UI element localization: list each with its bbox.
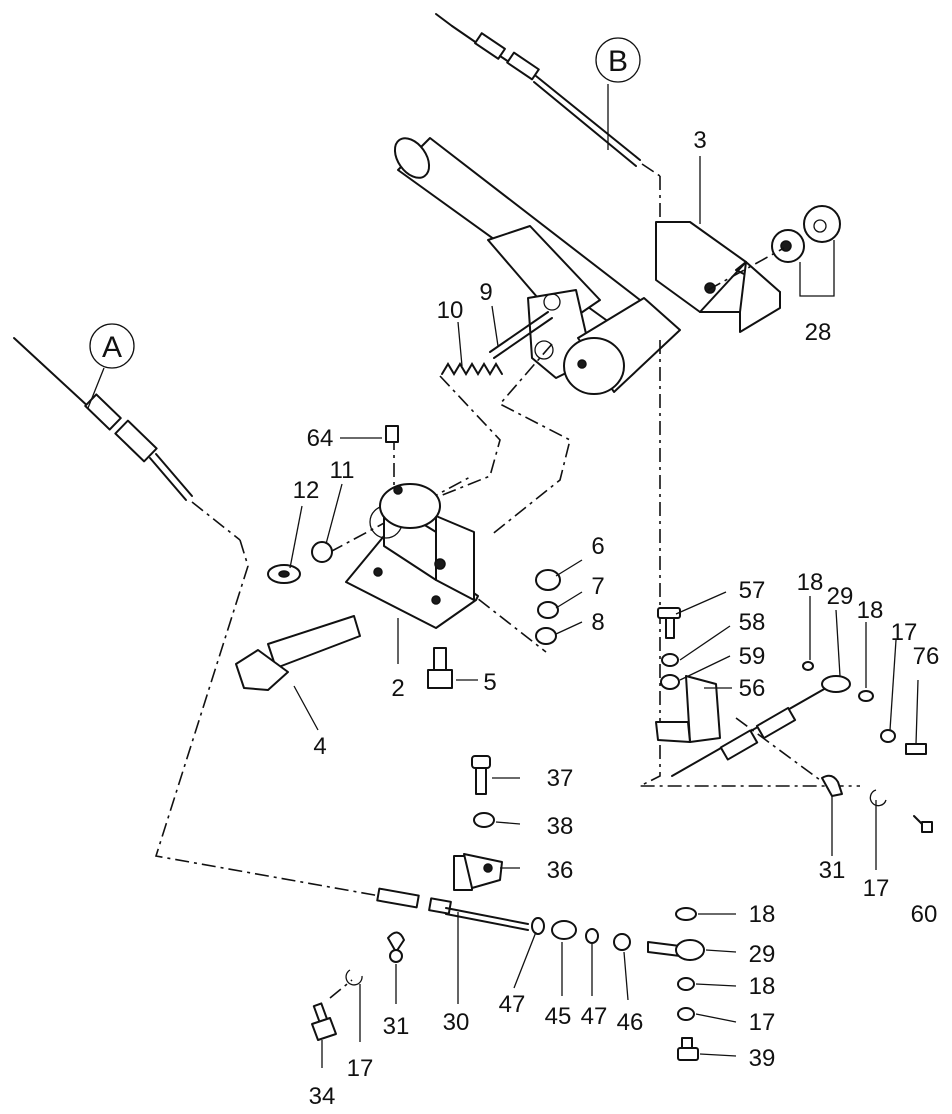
label-31-right: 31 [819, 857, 846, 884]
label-46: 46 [617, 1009, 644, 1036]
part-10-spring [441, 362, 503, 376]
part-28-nuts [771, 205, 841, 297]
part-3-bracket [655, 221, 781, 333]
label-12: 12 [293, 477, 320, 504]
label-64: 64 [307, 425, 334, 452]
svg-text:B: B [608, 45, 628, 78]
label-30: 30 [443, 1009, 470, 1036]
label-45: 45 [545, 1003, 572, 1030]
label-39: 39 [749, 1045, 776, 1072]
part-36-bracket [453, 853, 503, 891]
callout-b: B [595, 37, 641, 150]
label-17-lower-left: 17 [347, 1055, 374, 1082]
part-2-bracket [345, 483, 479, 629]
cable-b [435, 13, 661, 222]
part-labels: 3 28 10 9 64 12 11 6 7 8 2 5 4 57 58 59 … [293, 127, 940, 1110]
label-3: 3 [693, 127, 706, 154]
label-36: 36 [547, 857, 574, 884]
label-10: 10 [437, 297, 464, 324]
svg-text:A: A [102, 331, 122, 364]
part-64-grease-fitting [385, 425, 399, 443]
part-38-washer [473, 812, 495, 828]
label-9: 9 [479, 279, 492, 306]
parts-57-58-59 [657, 607, 681, 690]
label-8: 8 [591, 609, 604, 636]
part-31-17-34-lower [311, 931, 405, 1041]
label-17-right-a: 17 [891, 619, 918, 646]
label-47-b: 47 [581, 1003, 608, 1030]
label-11: 11 [330, 457, 355, 484]
part-11-nut [311, 541, 333, 563]
label-7: 7 [591, 573, 604, 600]
label-18-right-a: 18 [797, 569, 824, 596]
label-58: 58 [739, 609, 766, 636]
part-60-pin [913, 815, 933, 833]
parts-6-7-8 [535, 569, 561, 645]
label-28: 28 [805, 319, 832, 346]
label-2: 2 [391, 675, 404, 702]
label-6: 6 [591, 533, 604, 560]
part-9-pin [489, 311, 553, 359]
label-76: 76 [913, 643, 940, 670]
label-47-a: 47 [499, 991, 526, 1018]
label-29-right: 29 [827, 583, 854, 610]
parts-47-45-46 [531, 917, 631, 951]
label-38: 38 [547, 813, 574, 840]
label-34: 34 [309, 1083, 336, 1110]
part-5-bolt [427, 647, 453, 689]
callout-a: A [87, 323, 135, 409]
label-18-right-b: 18 [857, 597, 884, 624]
label-17-lower: 17 [749, 1009, 776, 1036]
pedal-lever [393, 137, 641, 379]
leaders [289, 156, 919, 1068]
label-29-lower: 29 [749, 941, 776, 968]
cable-a [13, 337, 381, 897]
part-29-rod-end-lower [647, 907, 705, 1061]
part-31-clip [821, 774, 843, 797]
label-18-lower-b: 18 [749, 973, 776, 1000]
label-56: 56 [739, 675, 766, 702]
label-31-lower: 31 [383, 1013, 410, 1040]
cable-right [671, 661, 927, 781]
part-56-bracket [655, 675, 721, 743]
label-18-lower-a: 18 [749, 901, 776, 928]
label-57: 57 [739, 577, 766, 604]
label-59: 59 [739, 643, 766, 670]
pedal-roller [563, 297, 681, 395]
label-17-right-b: 17 [863, 875, 890, 902]
part-4-bolt [235, 615, 361, 691]
part-30-cable [376, 887, 529, 1004]
part-37-bolt [471, 755, 491, 795]
label-60: 60 [911, 901, 938, 928]
label-37: 37 [547, 765, 574, 792]
part-12-washer [267, 564, 301, 584]
label-5: 5 [483, 669, 496, 696]
label-4: 4 [313, 733, 326, 760]
part-17-clip [869, 789, 887, 807]
